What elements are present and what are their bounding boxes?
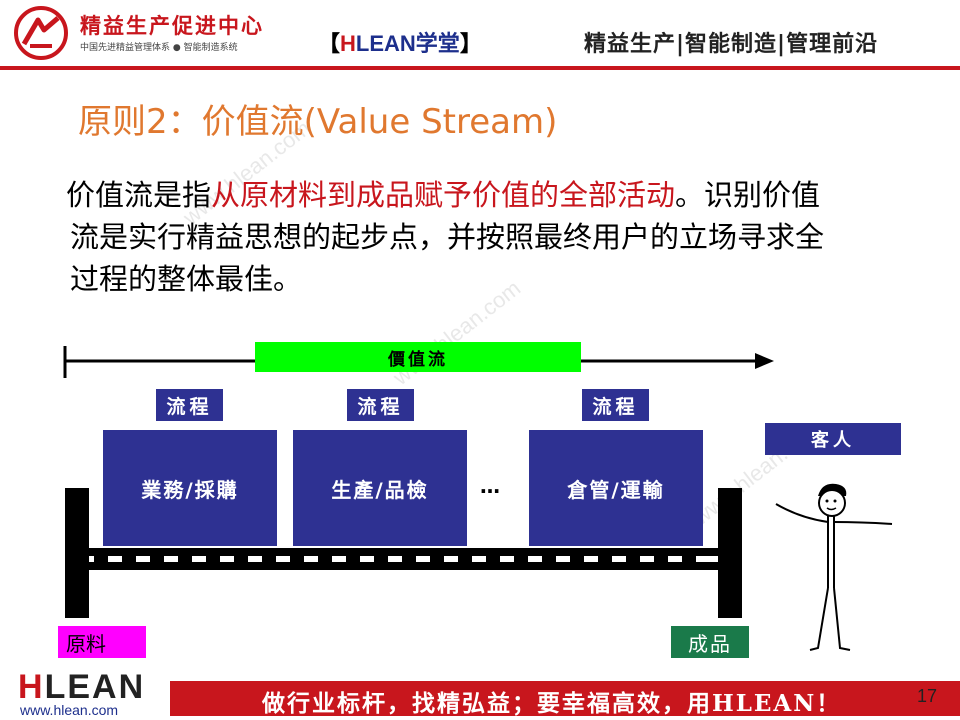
slide-title: 原则2：价值流(Value Stream) — [78, 102, 558, 142]
process-box-sales-purchasing: 業務/採購 — [103, 430, 277, 546]
bracket-close: 】 — [459, 31, 482, 56]
logo-subtitle: 中国先进精益管理体系 ● 智能制造系统 — [80, 43, 238, 53]
body-part1: 价值流是指 — [66, 178, 212, 212]
body-line-2: 流是实行精益思想的起步点，并按照最终用户的立场寻求全 — [70, 220, 825, 254]
customer-label: 客人 — [765, 423, 901, 455]
bracket-open: 【 — [318, 31, 341, 56]
conveyor-track — [65, 488, 742, 618]
logo-name: 精益生产促进中心 — [80, 14, 264, 38]
process-box-production-qc: 生產/品檢 — [293, 430, 467, 546]
footer-logo: HLEAN — [18, 668, 145, 707]
finished-product-label: 成品 — [671, 626, 749, 658]
footer-slogan: 做行业标杆，找精弘益；要幸福高效，用HLEAN！ — [262, 690, 842, 717]
header-tagline: 精益生产|智能制造|管理前沿 — [584, 32, 879, 57]
footer-logo-h: H — [18, 668, 45, 706]
footer-url[interactable]: www.hlean.com — [20, 702, 119, 718]
customer-figure-icon — [775, 483, 893, 651]
brand-h: H — [340, 31, 356, 56]
header-brand: 【HLEAN学堂】 — [318, 26, 482, 58]
header-divider — [0, 66, 960, 70]
ellipsis: … — [480, 474, 500, 498]
body-part2: 。识别价值 — [675, 178, 821, 212]
logo-icon — [14, 6, 68, 60]
body-text: 价值流是指从原材料到成品赋予价值的全部活动。识别价值 流是实行精益思想的起步点，… — [66, 174, 916, 300]
footer-bar — [170, 681, 960, 716]
body-highlight: 从原材料到成品赋予价值的全部活动 — [211, 178, 676, 212]
page-number: 17 — [917, 686, 938, 706]
process-box-warehouse-shipping: 倉管/運輸 — [529, 430, 703, 546]
value-stream-label: 價值流 — [255, 342, 581, 372]
body-line-1: 价值流是指从原材料到成品赋予价值的全部活动。识别价值 — [66, 174, 916, 216]
process-label: 流程 — [156, 389, 223, 421]
brand-xuetang: 学堂 — [415, 31, 460, 56]
process-label: 流程 — [582, 389, 649, 421]
footer-logo-rest: LEAN — [44, 668, 146, 706]
raw-material-label: 原料 — [58, 626, 146, 658]
brand-lean: LEAN — [355, 31, 416, 56]
process-label: 流程 — [347, 389, 414, 421]
body-line-3: 过程的整体最佳。 — [70, 262, 303, 296]
